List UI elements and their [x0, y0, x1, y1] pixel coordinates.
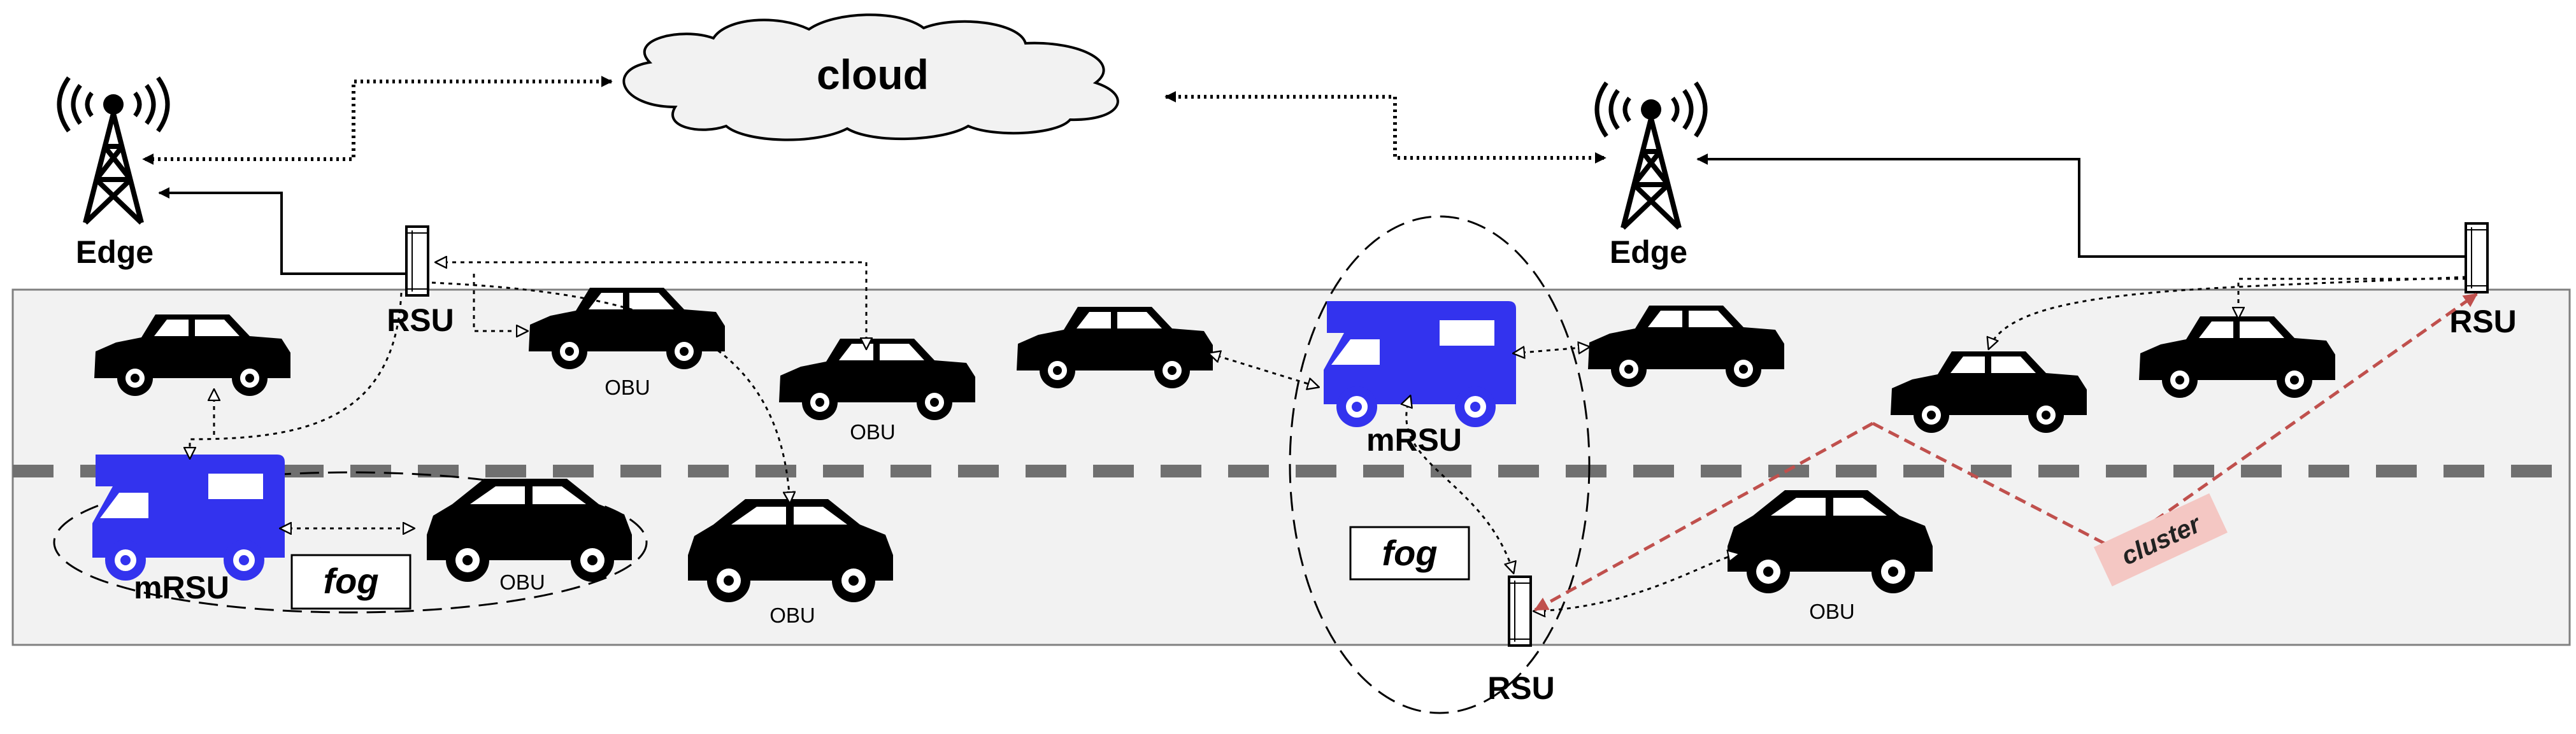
link-mrsu-rsu-middle	[1406, 396, 1513, 573]
rsu-label-top-left: RSU	[387, 302, 454, 338]
cloud-label: cloud	[817, 51, 929, 98]
v2x-links	[190, 262, 2467, 611]
fog-text-left: fog	[323, 561, 378, 601]
edge-label-left: Edge	[76, 234, 154, 270]
link-rsu-obu-top-2	[436, 262, 866, 349]
obu-label: OBU	[499, 570, 545, 594]
obu-label: OBU	[1809, 600, 1855, 623]
car-obu-top-2: OBU	[779, 339, 975, 444]
obu-label: OBU	[605, 376, 650, 399]
link-rsu-car-right-3	[2238, 278, 2466, 318]
link-edge-rsu-left	[158, 187, 406, 275]
rsu-icon	[1508, 575, 1532, 647]
cloud-node: cloud	[622, 13, 1119, 141]
link-cloud-edge-right	[1164, 91, 1606, 164]
edge-rsu-links	[158, 153, 2466, 275]
rsu-label-top-right: RSU	[2449, 304, 2517, 339]
cloud-edge-links	[142, 76, 1606, 165]
cloud-icon	[622, 13, 1119, 141]
rsu-icon	[2465, 222, 2489, 293]
tower-icon	[59, 78, 168, 223]
edge-node-right: Edge	[1597, 83, 1705, 270]
fog-region-middle	[1289, 215, 1591, 714]
fog-text-middle: fog	[1382, 533, 1437, 573]
tower-icon	[1597, 83, 1705, 228]
rsu-node-top-right: RSU	[2449, 222, 2517, 339]
edge-label-right: Edge	[1610, 234, 1687, 270]
car-obu-bottom-mid: OBU	[688, 499, 893, 627]
car-obu-bottom-left: OBU	[427, 479, 632, 594]
fog-region-left	[53, 471, 648, 614]
link-rsu-car-right-2	[1989, 276, 2467, 349]
rsu-label-bottom-mid: RSU	[1487, 670, 1555, 706]
obu-label: OBU	[769, 603, 815, 627]
car-obu-top-1: OBU	[529, 288, 725, 399]
rsu-icon	[405, 225, 429, 297]
mrsu-label-middle: mRSU	[1366, 422, 1462, 458]
link-cloud-edge-left	[142, 76, 613, 165]
cluster-badge: cluster	[2094, 493, 2228, 587]
link-car-mrsu-middle-left	[1209, 353, 1319, 387]
link-edge-rsu-right	[1696, 153, 2466, 258]
rsu-node-bottom-mid: RSU	[1487, 575, 1555, 706]
car-obu-bottom-right: OBU	[1728, 490, 1933, 623]
link-cluster-to-rsu	[1534, 421, 1874, 612]
fog-label-left: fog	[290, 554, 411, 610]
fog-label-middle: fog	[1349, 526, 1470, 581]
mrsu-label-left: mRSU	[134, 570, 229, 605]
mrsu-vehicle-left: mRSU	[92, 455, 285, 605]
link-rsu-obu-bottom-right	[1534, 554, 1739, 611]
edge-node-left: Edge	[59, 78, 168, 270]
link-rsu-mrsu-left	[190, 292, 403, 458]
obu-label: OBU	[850, 420, 896, 444]
